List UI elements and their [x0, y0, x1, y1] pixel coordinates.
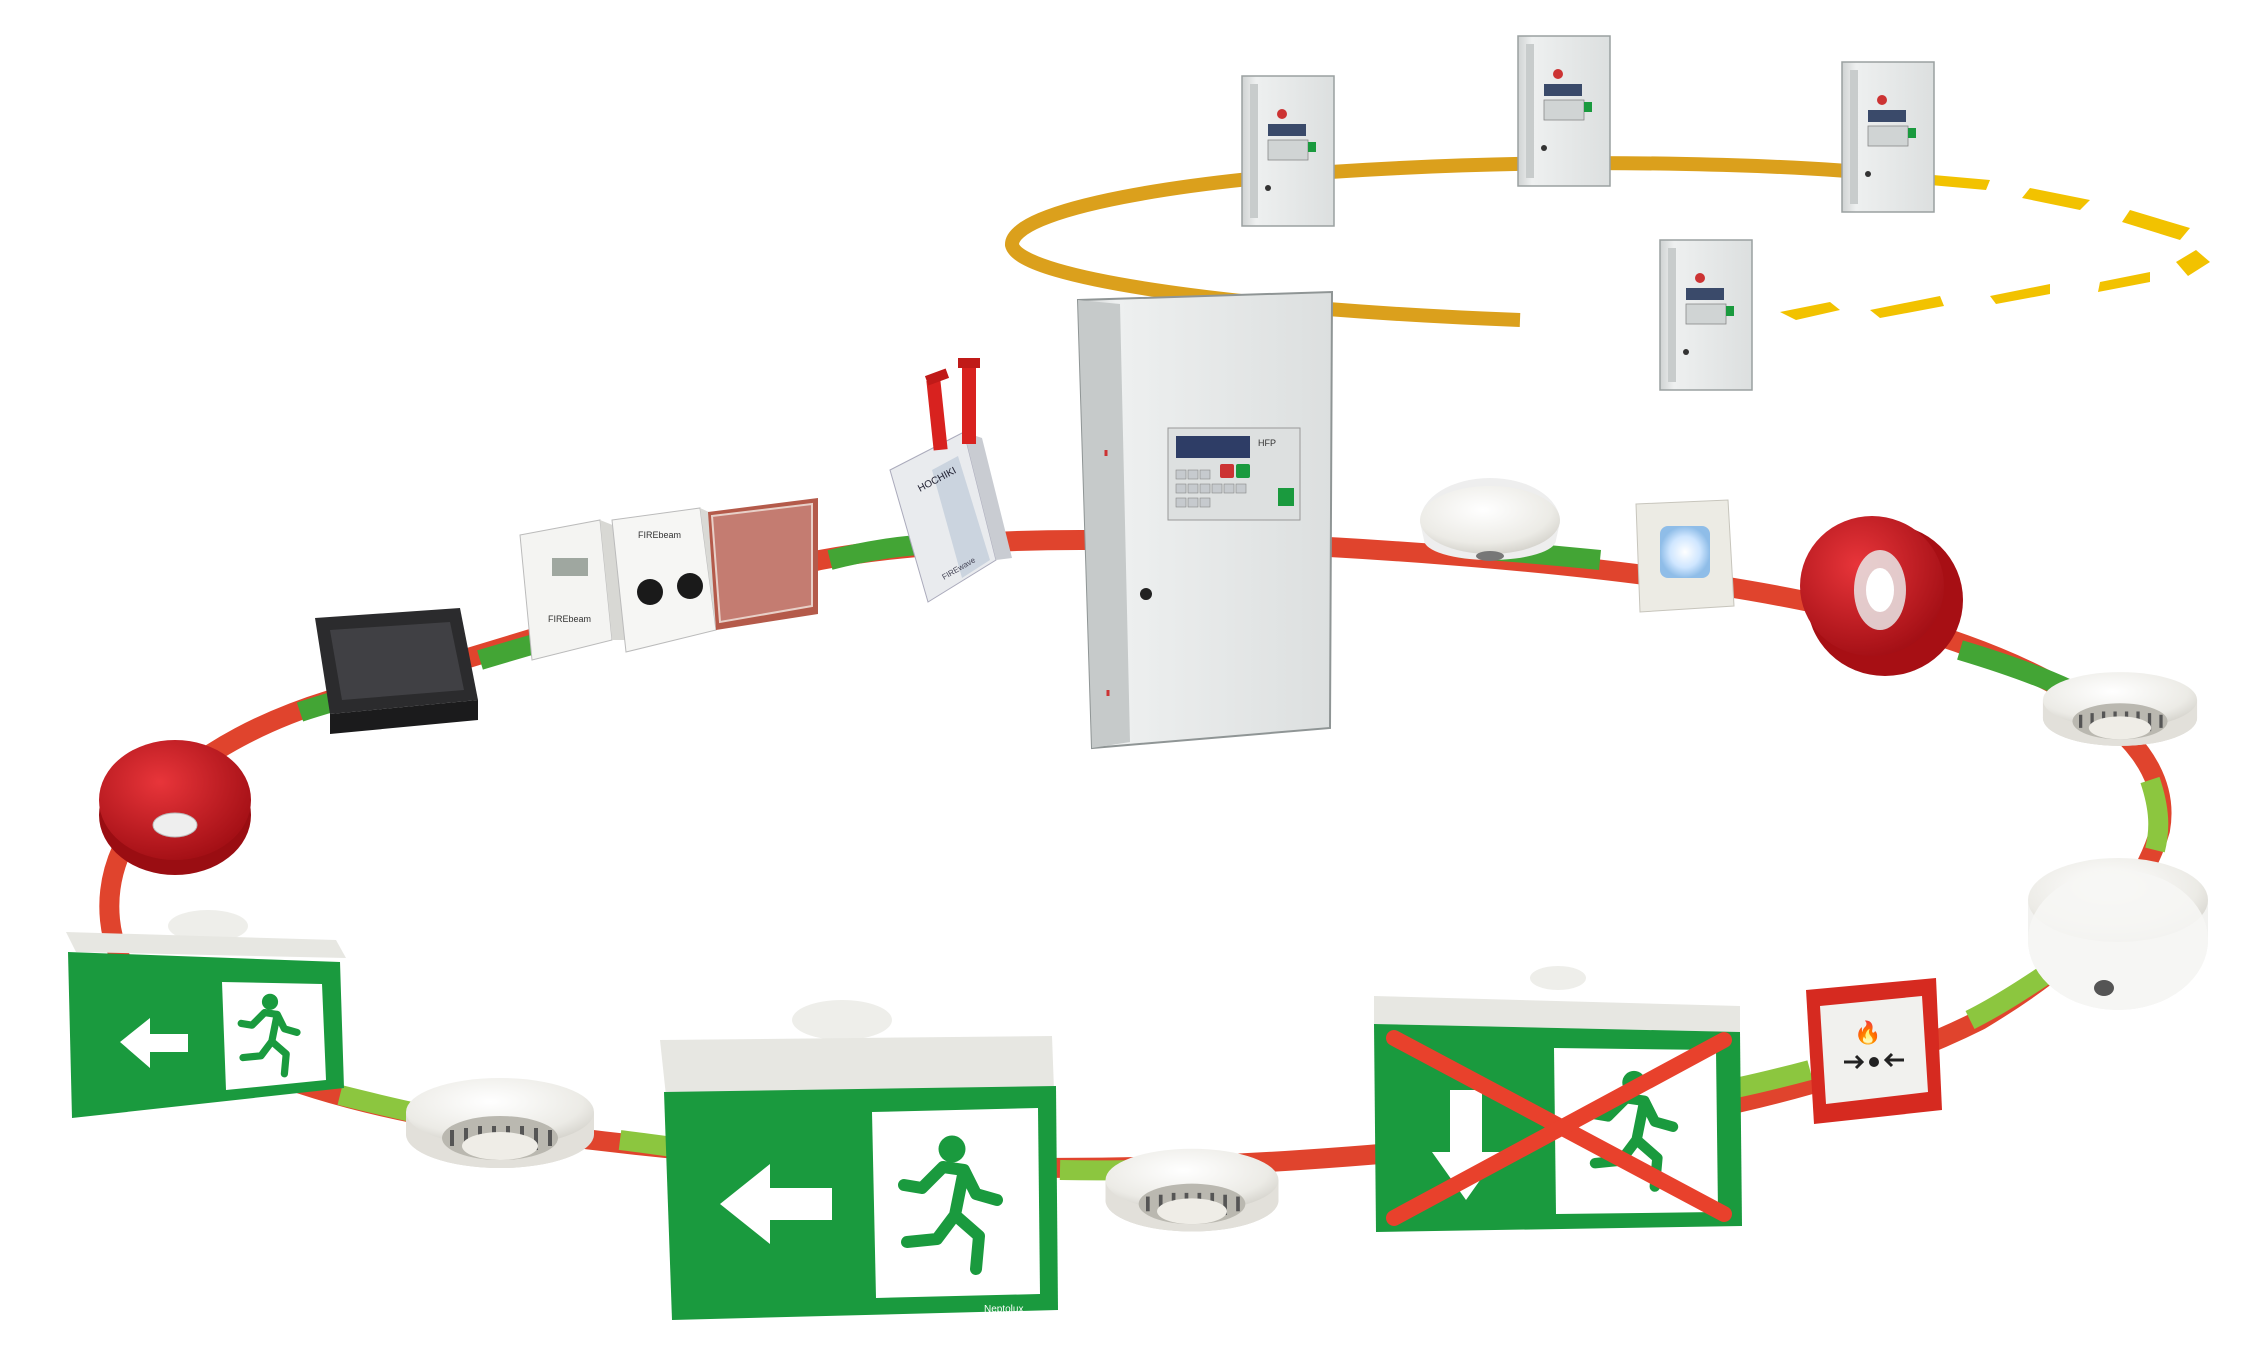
beam-reflector — [708, 498, 818, 630]
main-panel-label: HFP — [1258, 438, 1276, 448]
network-panel-3 — [1841, 61, 1935, 213]
exit-sign-left-brand: Neptolux — [276, 1097, 308, 1106]
ceiling-sounder — [1420, 478, 1560, 561]
smoke-detector-right-upper — [2041, 670, 2199, 748]
manual-call-point: 🔥 — [1806, 978, 1942, 1124]
firebeam-display-unit: FIREbeam — [519, 519, 630, 661]
exit-sign-left: Neptolux — [66, 910, 346, 1118]
smoke-detector-bottom-left — [404, 1076, 596, 1170]
panel-green-badge — [1278, 488, 1294, 506]
cross-out-mark — [1386, 1030, 1732, 1226]
exit-sign-center: Neptolux — [660, 1000, 1058, 1320]
wall-sounder-beacon — [99, 740, 251, 875]
multi-sensor-detector — [2028, 858, 2208, 1010]
arrow-left-icon — [720, 1164, 832, 1244]
network-ring — [1005, 156, 2210, 327]
aspirating-detector: HOCHIKI FIREwave — [889, 358, 1012, 603]
panel-alarm-button — [1220, 464, 1234, 478]
smoke-detector-bottom-center — [1103, 1146, 1281, 1234]
exit-sign-center-brand: Neptolux — [984, 1304, 1023, 1315]
panel-key-lock — [1140, 588, 1152, 600]
firebeam-label-1: FIREbeam — [548, 614, 591, 624]
interface-module — [315, 608, 478, 734]
visual-alarm-beacon — [1635, 499, 1735, 613]
panel-reset-button — [1236, 464, 1250, 478]
network-panel-2 — [1517, 35, 1611, 187]
network-ring-dashes — [1780, 172, 2210, 320]
wall-sounder-beacon-right — [1800, 516, 1963, 676]
adaptive-exit-sign — [1374, 966, 1742, 1232]
lcd-display — [1176, 436, 1250, 458]
firebeam-label-2: FIREbeam — [638, 530, 681, 540]
arrow-left-icon — [120, 1018, 188, 1068]
network-panel-4 — [1659, 239, 1753, 391]
fire-icon: 🔥 — [1854, 1020, 1881, 1045]
main-control-panel: HFP — [1076, 290, 1334, 750]
network-panel-1 — [1241, 75, 1335, 227]
